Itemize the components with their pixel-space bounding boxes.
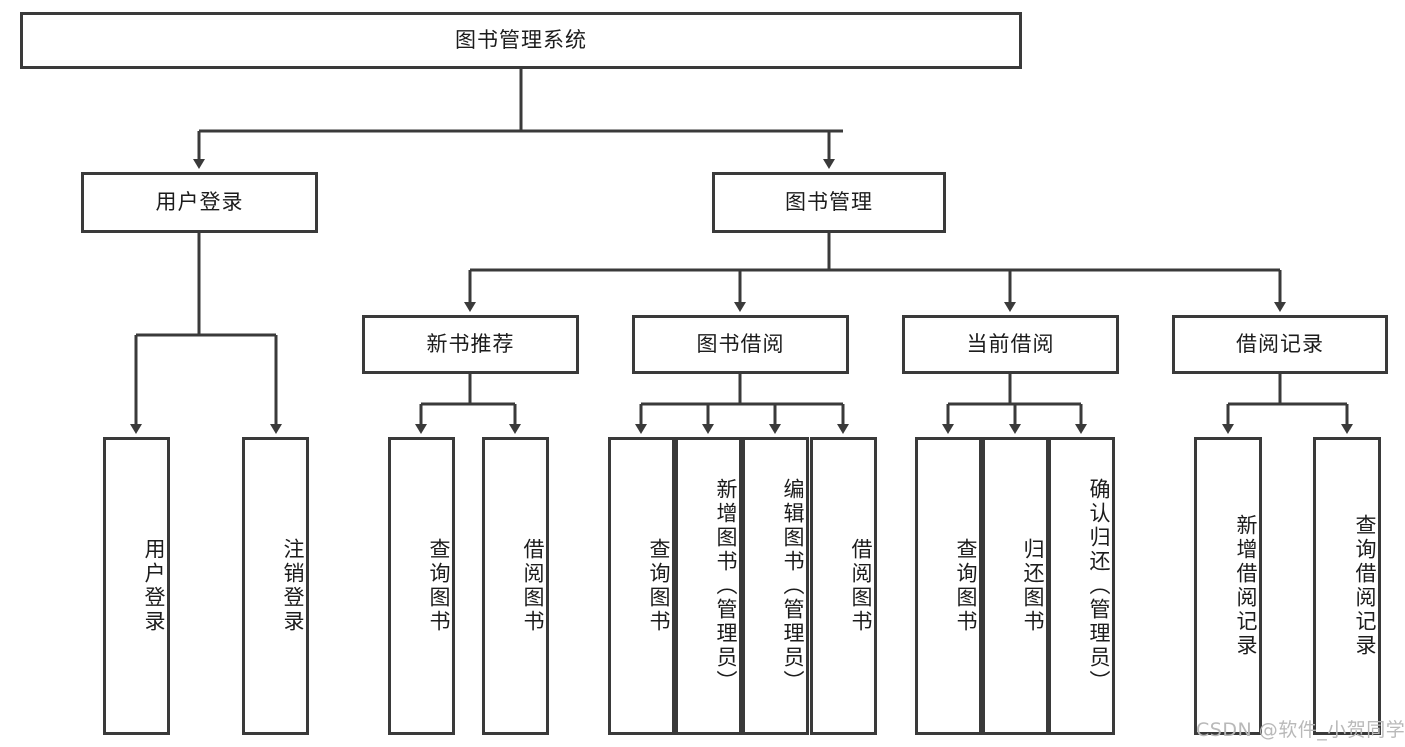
node-borrow-record[interactable]: 借阅记录: [1172, 315, 1388, 374]
node-current-borrow-label: 当前借阅: [966, 331, 1055, 356]
node-leaf-bb-query-book[interactable]: 查询图书: [608, 437, 675, 735]
node-leaf-br-query-record-label: 查询借阅记录: [1353, 514, 1377, 658]
node-leaf-br-add-record-label: 新增借阅记录: [1234, 514, 1258, 658]
node-leaf-br-add-record[interactable]: 新增借阅记录: [1194, 437, 1262, 735]
node-leaf-cb-confirm-return[interactable]: 确认归还（管理员）: [1048, 437, 1115, 735]
node-book-borrow-label: 图书借阅: [696, 331, 785, 356]
node-leaf-rec-query-book[interactable]: 查询图书: [388, 437, 455, 735]
node-leaf-user-login[interactable]: 用户登录: [103, 437, 170, 735]
node-new-book-recommend-label: 新书推荐: [426, 331, 515, 356]
node-leaf-bb-borrow-book-label: 借阅图书: [849, 538, 873, 634]
node-leaf-rec-query-book-label: 查询图书: [427, 538, 451, 634]
node-leaf-rec-borrow-book[interactable]: 借阅图书: [482, 437, 549, 735]
node-book-manage-label: 图书管理: [785, 189, 873, 214]
node-book-borrow[interactable]: 图书借阅: [632, 315, 849, 374]
node-root[interactable]: 图书管理系统: [20, 12, 1022, 69]
node-leaf-bb-edit-book-label: 编辑图书（管理员）: [781, 478, 805, 694]
node-leaf-bb-edit-book[interactable]: 编辑图书（管理员）: [742, 437, 809, 735]
csdn-watermark: CSDN @软件_小贺同学: [1196, 719, 1405, 741]
node-book-manage[interactable]: 图书管理: [712, 172, 946, 233]
node-leaf-cb-query-book-label: 查询图书: [954, 538, 978, 634]
node-current-borrow[interactable]: 当前借阅: [902, 315, 1119, 374]
node-leaf-bb-borrow-book[interactable]: 借阅图书: [810, 437, 877, 735]
node-user-login-label: 用户登录: [155, 189, 244, 214]
node-leaf-bb-add-book[interactable]: 新增图书（管理员）: [675, 437, 742, 735]
node-new-book-recommend[interactable]: 新书推荐: [362, 315, 579, 374]
node-leaf-cb-confirm-return-label: 确认归还（管理员）: [1087, 478, 1111, 694]
node-leaf-user-logout[interactable]: 注销登录: [242, 437, 309, 735]
node-leaf-user-login-label: 用户登录: [142, 538, 166, 634]
node-leaf-rec-borrow-book-label: 借阅图书: [521, 538, 545, 634]
node-leaf-user-logout-label: 注销登录: [281, 538, 305, 634]
node-leaf-bb-query-book-label: 查询图书: [647, 538, 671, 634]
node-leaf-cb-return-book[interactable]: 归还图书: [982, 437, 1049, 735]
node-borrow-record-label: 借阅记录: [1236, 331, 1324, 356]
node-leaf-br-query-record[interactable]: 查询借阅记录: [1313, 437, 1381, 735]
node-leaf-bb-add-book-label: 新增图书（管理员）: [714, 478, 738, 694]
node-leaf-cb-query-book[interactable]: 查询图书: [915, 437, 982, 735]
node-leaf-cb-return-book-label: 归还图书: [1021, 538, 1045, 634]
node-root-label: 图书管理系统: [455, 27, 587, 52]
node-user-login[interactable]: 用户登录: [81, 172, 318, 233]
